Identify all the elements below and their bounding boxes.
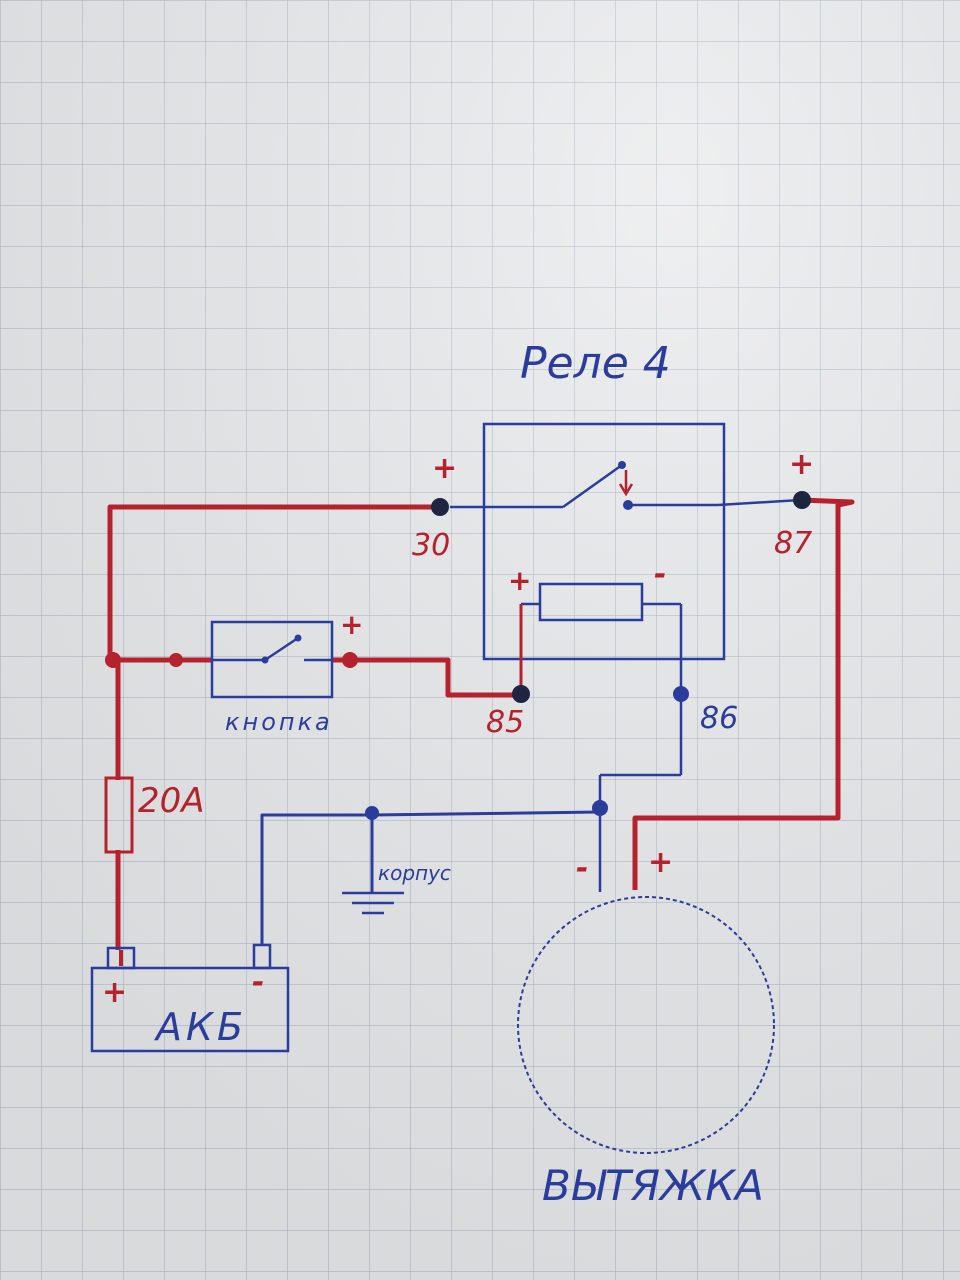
pin-86-label: 86	[700, 701, 738, 736]
button-label: кнопка	[225, 708, 333, 736]
fan-minus: -	[576, 851, 588, 886]
node-button-in	[169, 653, 183, 667]
relay-box	[482, 422, 726, 661]
diagram-title: Реле 4	[520, 338, 671, 389]
relay-switch-pivot	[618, 461, 626, 469]
ground-symbol-icon	[342, 891, 404, 915]
node-pin-87	[793, 491, 811, 509]
battery-plus-terminal	[106, 946, 136, 970]
relay-coil	[538, 582, 644, 622]
node-pin-85	[512, 685, 530, 703]
button-contact	[294, 634, 302, 642]
battery	[90, 966, 290, 1053]
coil-minus: -	[654, 557, 666, 592]
fuse	[104, 776, 134, 854]
button-pivot	[261, 656, 269, 664]
pin-87-plus: +	[789, 447, 814, 482]
node-fan-minus	[592, 800, 608, 816]
pin-30-plus: +	[432, 451, 457, 486]
battery-label: АКБ	[153, 1005, 247, 1049]
relay-arrow-icon	[618, 470, 634, 497]
fan-label: ВЫТЯЖКА	[542, 1161, 764, 1210]
button-plus: +	[340, 608, 363, 641]
pin-30-label: 30	[412, 528, 450, 563]
pin-87-label: 87	[774, 526, 812, 561]
pin-85-label: 85	[486, 705, 524, 740]
button-switch-contact	[212, 636, 332, 662]
battery-minus: -	[252, 965, 264, 1000]
fan-motor	[517, 896, 775, 1154]
node-pin-30	[431, 498, 449, 516]
ground-label: корпус	[378, 861, 451, 885]
node-pin-86	[673, 686, 689, 702]
coil-plus: +	[508, 564, 531, 597]
battery-minus-terminal	[252, 943, 272, 970]
node-ground-junction	[365, 806, 379, 820]
fuse-label: 20А	[138, 781, 205, 821]
node-fuse-junction	[105, 652, 121, 668]
node-button-out	[342, 652, 358, 668]
relay-contact-point	[623, 500, 633, 510]
relay-coil-leads	[521, 602, 683, 892]
negative-wiring	[260, 810, 601, 945]
battery-plus: +	[102, 975, 127, 1010]
fan-plus: +	[648, 845, 673, 880]
connection-nodes	[105, 491, 811, 820]
relay-switch	[450, 463, 801, 509]
